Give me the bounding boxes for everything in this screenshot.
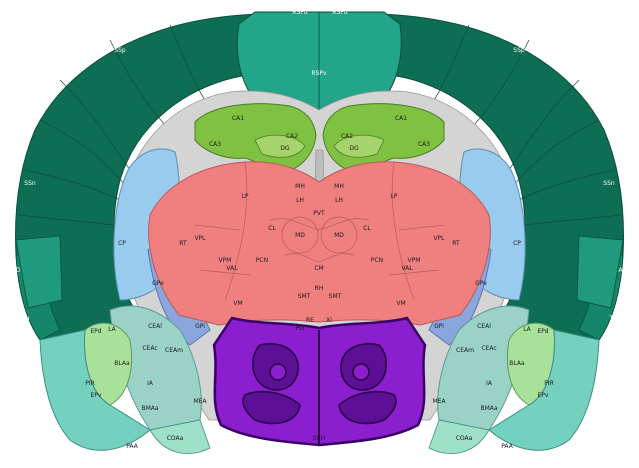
label-bma-right: BMAa — [480, 405, 497, 412]
coa-left — [149, 419, 211, 454]
label-ceam-left: CEAm — [165, 347, 183, 354]
label-vm-right: VM — [396, 300, 405, 307]
label-coa-right: COAa — [456, 435, 473, 442]
label-dg-left: DG — [280, 145, 290, 152]
label-ia-left: IA — [147, 380, 154, 387]
label-pd: PD — [296, 325, 305, 332]
label-paa-right: PAA — [501, 443, 514, 450]
label-epd-left: EPd — [90, 328, 101, 335]
label-bma-left: BMAa — [141, 405, 158, 412]
label-vpm-left: VPM — [219, 257, 232, 264]
label-tea-left: TEa — [17, 315, 29, 322]
label-rh: RH — [315, 285, 324, 292]
label-re: RE — [306, 317, 314, 324]
label-ceac-left: CEAc — [142, 345, 157, 352]
label-rspd-left: RSPd — [292, 9, 308, 16]
label-ceal-right: CEAl — [477, 323, 491, 330]
label-paa-left: PAA — [126, 443, 139, 450]
label-rspd-right: RSPd — [332, 9, 348, 16]
label-ssn-left: SSn — [24, 180, 36, 187]
label-lh-right: LH — [335, 197, 343, 204]
label-gpi-right: GPi — [434, 323, 444, 330]
hypothalamus-nuclei — [242, 343, 397, 425]
label-la-right: LA — [523, 326, 531, 333]
label-ceac-right: CEAc — [481, 345, 496, 352]
thalamus-divisions — [194, 161, 445, 301]
label-ca1-left: CA1 — [232, 115, 244, 122]
label-rspagl-left: RSPagl — [255, 5, 276, 12]
piriform-right — [488, 329, 600, 451]
label-tea-right: TEa — [608, 315, 620, 322]
label-ca1-right: CA1 — [395, 115, 407, 122]
label-pvt: PVT — [313, 210, 325, 217]
label-rt-left: RT — [179, 240, 187, 247]
label-bla-right: BLAa — [509, 360, 525, 367]
label-pir-right: PIR — [544, 380, 554, 387]
label-gpe-right: GPe — [475, 280, 487, 287]
label-ca3-right: CA3 — [418, 141, 430, 148]
label-rspv: RSPv — [311, 70, 327, 77]
label-cl-left: CL — [268, 225, 276, 232]
label-smt-right: SMT — [329, 293, 342, 300]
label-epv-right: EPv — [538, 392, 549, 399]
label-vpl-right: VPL — [433, 235, 445, 242]
piriform-left — [39, 329, 151, 451]
label-xi: Xi — [326, 317, 332, 324]
label-epv-left: EPv — [91, 392, 102, 399]
label-rt-right: RT — [452, 240, 460, 247]
label-ssp-left: SSp — [114, 47, 126, 54]
label-gpe-left: GPe — [152, 280, 164, 287]
label-cp-left: CP — [118, 240, 126, 247]
label-vm-left: VM — [233, 300, 242, 307]
label-ca2-left: CA2 — [286, 133, 298, 140]
dentate-gyrus-left — [254, 134, 306, 158]
label-ca3-left: CA3 — [209, 141, 221, 148]
label-cp-right: CP — [513, 240, 521, 247]
label-vpm-right: VPM — [408, 257, 421, 264]
label-val-right: VAL — [401, 265, 413, 272]
label-aud-left: AUD — [7, 267, 20, 274]
label-pcn-left: PCN — [256, 257, 268, 264]
label-ca2-right: CA2 — [341, 133, 353, 140]
label-ssn-right: SSn — [603, 180, 615, 187]
label-mea-right: MEA — [432, 398, 446, 405]
label-sch: SCH — [313, 435, 326, 442]
label-md-right: MD — [334, 232, 344, 239]
label-cm: CM — [314, 265, 323, 272]
label-lh-left: LH — [296, 197, 304, 204]
label-la-left: LA — [108, 326, 116, 333]
label-rspagl-right: RSPagl — [368, 5, 389, 12]
label-mea-left: MEA — [193, 398, 207, 405]
label-mh-right: MH — [334, 183, 344, 190]
label-dg-right: DG — [349, 145, 359, 152]
label-ceam-right: CEAm — [456, 347, 474, 354]
label-coa-left: COAa — [167, 435, 184, 442]
label-pcn-right: PCN — [371, 257, 383, 264]
coa-right — [428, 419, 490, 454]
cortex-division-lines — [17, 24, 622, 226]
label-val-left: VAL — [226, 265, 238, 272]
thalamus — [148, 161, 491, 326]
label-ssp-right: SSp — [513, 47, 525, 54]
label-epd-right: EPd — [537, 328, 548, 335]
label-bla-left: BLAa — [114, 360, 130, 367]
tea-band-left — [15, 235, 63, 309]
label-gpi-left: GPi — [195, 323, 205, 330]
label-aud-right: AUD — [618, 267, 631, 274]
label-pir-left: PIR — [85, 380, 95, 387]
label-layer: RSPagl RSPd RSPd RSPagl RSPv SSp SSp SSn… — [7, 5, 631, 450]
label-md-left: MD — [295, 232, 305, 239]
label-smt-left: SMT — [298, 293, 311, 300]
label-vpl-left: VPL — [194, 235, 206, 242]
label-cl-right: CL — [363, 225, 371, 232]
dentate-gyrus-right — [333, 134, 385, 158]
label-lp-right: LP — [391, 193, 398, 200]
label-lp-left: LP — [242, 193, 249, 200]
label-ceal-left: CEAl — [148, 323, 162, 330]
label-ia-right: IA — [486, 380, 493, 387]
label-mh-left: MH — [295, 183, 305, 190]
tea-band-right — [576, 235, 624, 309]
